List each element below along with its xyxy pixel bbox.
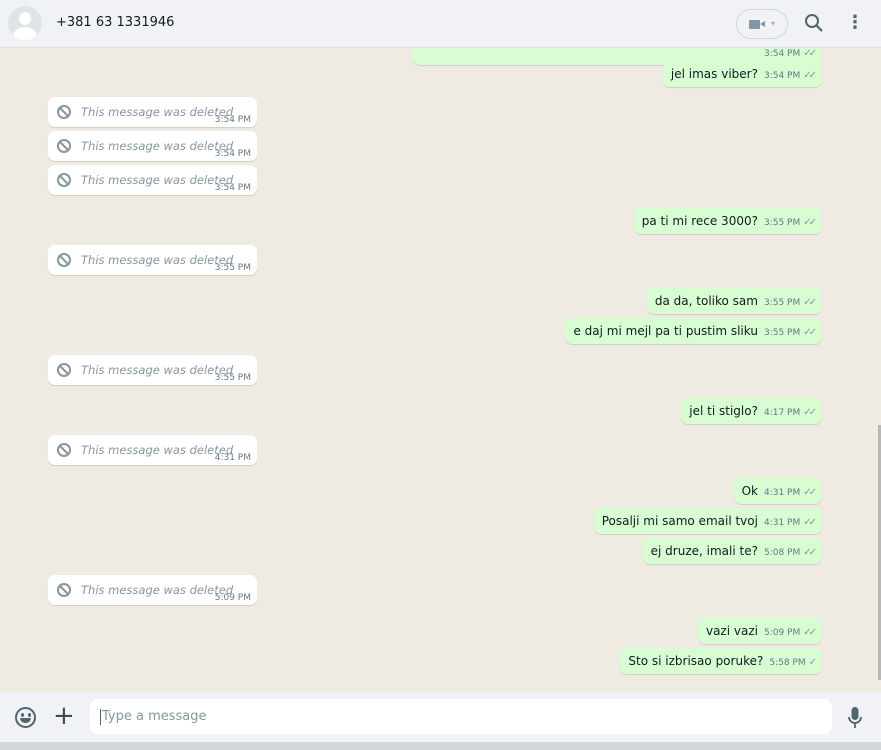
deleted-icon <box>57 173 71 187</box>
message-text: This message was deleted <box>81 583 234 597</box>
outgoing-message-bubble[interactable]: Sto si izbrisao poruke? 5:58 PM✓ <box>620 648 822 674</box>
double-check-icon: ✓✓ <box>803 627 817 638</box>
message-text: ej druze, imali te? <box>650 544 758 558</box>
message-text: This message was deleted <box>81 105 234 119</box>
message-text: This message was deleted <box>81 139 234 153</box>
deleted-icon <box>57 363 71 377</box>
message-text: This message was deleted <box>81 253 234 267</box>
message-time: 4:31 PM <box>763 518 801 528</box>
message-text: pa ti mi rece 3000? <box>641 214 758 228</box>
deleted-icon <box>57 105 71 119</box>
video-camera-icon <box>749 20 760 29</box>
message-time: 3:54 PM <box>214 149 251 159</box>
deleted-icon <box>57 253 71 267</box>
microphone-icon[interactable] <box>848 707 862 729</box>
composer-bar: + <box>0 692 881 742</box>
message-text: Sto si izbrisao poruke? <box>628 654 764 668</box>
avatar[interactable] <box>8 6 42 40</box>
double-check-icon: ✓✓ <box>803 327 817 338</box>
message-text: vazi vazi <box>705 624 758 638</box>
message-time: 3:55 PM <box>763 298 801 308</box>
outgoing-message-bubble[interactable]: da da, toliko sam 3:55 PM✓✓ <box>646 288 822 314</box>
chat-header: +381 63 1331946 ▾ ⋮ <box>0 0 881 48</box>
message-time: 3:55 PM <box>214 263 251 273</box>
message-time: 4:31 PM <box>214 453 251 463</box>
double-check-icon: ✓✓ <box>803 70 817 81</box>
chevron-down-icon: ▾ <box>771 19 776 28</box>
outgoing-message-bubble[interactable]: Ok 4:31 PM✓✓ <box>733 478 822 504</box>
message-text: jel imas viber? <box>670 67 758 81</box>
message-time: 3:54 PM <box>214 183 251 193</box>
double-check-icon: ✓✓ <box>803 48 817 59</box>
message-text: This message was deleted <box>81 363 234 377</box>
message-time: 3:55 PM <box>763 328 801 338</box>
message-time: 3:55 PM <box>763 218 801 228</box>
double-check-icon: ✓✓ <box>803 517 817 528</box>
video-call-button[interactable]: ▾ <box>736 9 788 39</box>
attach-plus-icon[interactable]: + <box>53 701 75 731</box>
outgoing-message-bubble[interactable]: jel ti stiglo? 4:17 PM✓✓ <box>681 398 822 424</box>
message-time: 5:08 PM <box>763 548 801 558</box>
outgoing-message-bubble[interactable]: pa ti mi rece 3000? 3:55 PM✓✓ <box>633 208 822 234</box>
message-text: This message was deleted <box>81 443 234 457</box>
outgoing-message-bubble[interactable]: Posalji mi samo email tvoj 4:31 PM✓✓ <box>593 508 822 534</box>
emoji-icon[interactable] <box>15 707 36 728</box>
single-check-icon: ✓ <box>808 657 818 668</box>
menu-icon[interactable]: ⋮ <box>846 12 864 33</box>
message-list: 3:54 PM✓✓jel imas viber?3:54 PM✓✓This me… <box>0 48 881 692</box>
search-icon[interactable] <box>804 13 824 33</box>
outgoing-message-bubble[interactable]: vazi vazi 5:09 PM✓✓ <box>697 618 822 644</box>
message-time: 5:09 PM <box>214 593 251 603</box>
double-check-icon: ✓✓ <box>803 217 817 228</box>
scrollbar-thumb[interactable] <box>878 425 881 680</box>
double-check-icon: ✓✓ <box>803 487 817 498</box>
outgoing-message-bubble[interactable]: jel imas viber? 3:54 PM✓✓ <box>662 61 822 87</box>
outgoing-message-bubble[interactable]: 3:54 PM✓✓ <box>413 48 822 65</box>
deleted-icon <box>57 139 71 153</box>
double-check-icon: ✓✓ <box>803 297 817 308</box>
outgoing-message-bubble[interactable]: e daj mi mejl pa ti pustim sliku 3:55 PM✓… <box>565 318 822 344</box>
message-text: jel ti stiglo? <box>689 404 758 418</box>
message-time: 4:17 PM <box>763 408 801 418</box>
contact-name[interactable]: +381 63 1331946 <box>56 15 175 30</box>
message-text: This message was deleted <box>81 173 234 187</box>
message-time: 3:55 PM <box>214 373 251 383</box>
scrollbar[interactable] <box>877 48 881 692</box>
text-caret <box>100 709 101 725</box>
message-text: Ok <box>741 484 758 498</box>
outgoing-message-bubble[interactable]: ej druze, imali te? 5:08 PM✓✓ <box>642 538 822 564</box>
double-check-icon: ✓✓ <box>803 547 817 558</box>
deleted-icon <box>57 583 71 597</box>
message-time: 5:58 PM <box>769 658 806 668</box>
message-time: 5:09 PM <box>763 628 801 638</box>
message-text: Posalji mi samo email tvoj <box>601 514 758 528</box>
double-check-icon: ✓✓ <box>803 407 817 418</box>
message-time: 3:54 PM <box>763 71 801 81</box>
message-text: e daj mi mejl pa ti pustim sliku <box>573 324 758 338</box>
message-time: 3:54 PM <box>763 49 801 59</box>
message-time: 3:54 PM <box>214 115 251 125</box>
message-input[interactable] <box>90 699 832 734</box>
message-text: da da, toliko sam <box>654 294 758 308</box>
deleted-icon <box>57 443 71 457</box>
message-time: 4:31 PM <box>763 488 801 498</box>
